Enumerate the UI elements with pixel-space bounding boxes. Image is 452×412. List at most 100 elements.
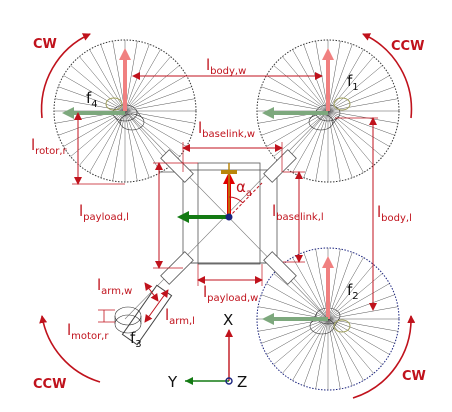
rotor-spoke (327, 110, 341, 181)
rotor-spoke (327, 318, 364, 381)
coordinate-axes (185, 329, 233, 385)
force-label-f4: f4 (86, 89, 98, 110)
rotation-label-tr: CCW (391, 39, 424, 54)
rotor-spoke (315, 249, 329, 320)
rotor-spoke (112, 41, 126, 112)
force-label-f3: f3 (130, 329, 142, 350)
rotor-spoke (327, 86, 395, 112)
angle-label-alpha-a: αa (236, 178, 252, 199)
rotor-spoke (292, 318, 329, 381)
rotor-spoke (273, 273, 329, 320)
rotor-spoke (327, 110, 395, 136)
rotor-spoke (292, 110, 329, 173)
rotor-spoke (261, 110, 329, 136)
label-l-motor-r: lmotor,r (67, 321, 109, 342)
rotor-spoke (266, 318, 329, 355)
rotor-spoke (261, 318, 329, 344)
rotor-spoke (327, 65, 383, 112)
rotor-spoke (124, 110, 150, 178)
rotor-spoke (327, 294, 395, 320)
rotor-spoke (303, 252, 329, 320)
rotor-spoke (124, 41, 138, 112)
rotor-spoke (124, 110, 195, 124)
rotor-spoke (327, 44, 353, 112)
label-l-payload-l: lpayload,l (79, 202, 129, 223)
label-l-rotor-r: lrotor,r (31, 136, 68, 157)
axis-label-x: X (223, 311, 233, 329)
rotor-disc-f4 (53, 39, 197, 183)
axis-label-y: Y (167, 373, 178, 391)
label-l-payload-w: lpayload,w (203, 283, 258, 304)
rotor-spoke (292, 49, 329, 112)
rotor-spoke (315, 318, 329, 389)
rotor-spoke (327, 110, 353, 178)
rotor-spoke (258, 318, 329, 332)
axis-label-z: Z (237, 373, 247, 391)
rotor-spoke (124, 49, 161, 112)
rotor-spoke (124, 75, 187, 112)
label-l-baselink-l: lbaselink,l (272, 202, 324, 223)
rotor-spoke (100, 44, 126, 112)
label-l-body-l: lbody,l (377, 203, 412, 224)
rotor-spoke (261, 86, 329, 112)
rotor-spoke (327, 252, 353, 320)
rotor-spoke (55, 98, 126, 112)
rotor-spoke (124, 56, 171, 112)
force-label-f2: f2 (347, 281, 359, 302)
body-force-arrows (177, 163, 263, 223)
rotor-spoke (327, 318, 374, 374)
rotor-spoke (327, 56, 374, 112)
rotor-spoke (58, 110, 126, 136)
rotor-spoke (58, 86, 126, 112)
rotor-spoke (124, 110, 192, 136)
rotor-spoke (258, 98, 329, 112)
rotor-spoke (124, 110, 161, 173)
rotor-spoke (124, 98, 195, 112)
label-l-arm-w: larm,w (97, 276, 132, 297)
moment-rings (105, 97, 351, 333)
rotor-spoke (261, 294, 329, 320)
rotor-spoke (327, 249, 341, 320)
rotor-spoke (89, 110, 126, 173)
label-l-arm-l: larm,l (165, 306, 195, 327)
rotation-arcs (39, 33, 416, 399)
rotation-label-bl: CCW (33, 377, 66, 392)
rotor-spoke (327, 283, 390, 320)
rotor-spoke (63, 75, 126, 112)
rotor-spoke (327, 98, 398, 112)
rotor-spoke (327, 318, 341, 389)
rotor-spoke (327, 318, 398, 332)
label-l-baselink-w: lbaselink,w (198, 119, 255, 140)
force-label-f1: f1 (347, 72, 359, 93)
rotor-spoke (303, 318, 329, 386)
rotor-spoke (89, 49, 126, 112)
rotor-spoke (327, 75, 390, 112)
dimension-lines (72, 72, 378, 323)
rotor-spoke (327, 110, 398, 124)
rotor-spoke (70, 65, 126, 112)
rotation-label-br: CW (402, 369, 426, 384)
rotor-spoke (124, 86, 192, 112)
rotor-spoke (266, 283, 329, 320)
rotor-spoke (327, 318, 383, 365)
rotor-spoke (282, 318, 329, 374)
rotor-spoke (327, 41, 341, 112)
rotor-spoke (273, 318, 329, 365)
rotor-spoke (282, 56, 329, 112)
rotation-label-tl: CW (33, 37, 57, 52)
rotor-spoke (315, 110, 329, 181)
label-l-body-w: lbody,w (206, 56, 246, 77)
rotor-spoke (327, 110, 364, 173)
motor-f3 (114, 306, 142, 334)
rotor-spoke (327, 318, 395, 344)
rotor-spoke (327, 49, 364, 112)
rotor-spoke (303, 110, 329, 178)
thrust-arrows (119, 48, 334, 319)
rotor-spoke (79, 56, 126, 112)
rotor-spoke (100, 110, 126, 178)
rotor-spoke (327, 318, 390, 355)
rotor-spoke (266, 75, 329, 112)
rotor-spoke (112, 110, 126, 181)
